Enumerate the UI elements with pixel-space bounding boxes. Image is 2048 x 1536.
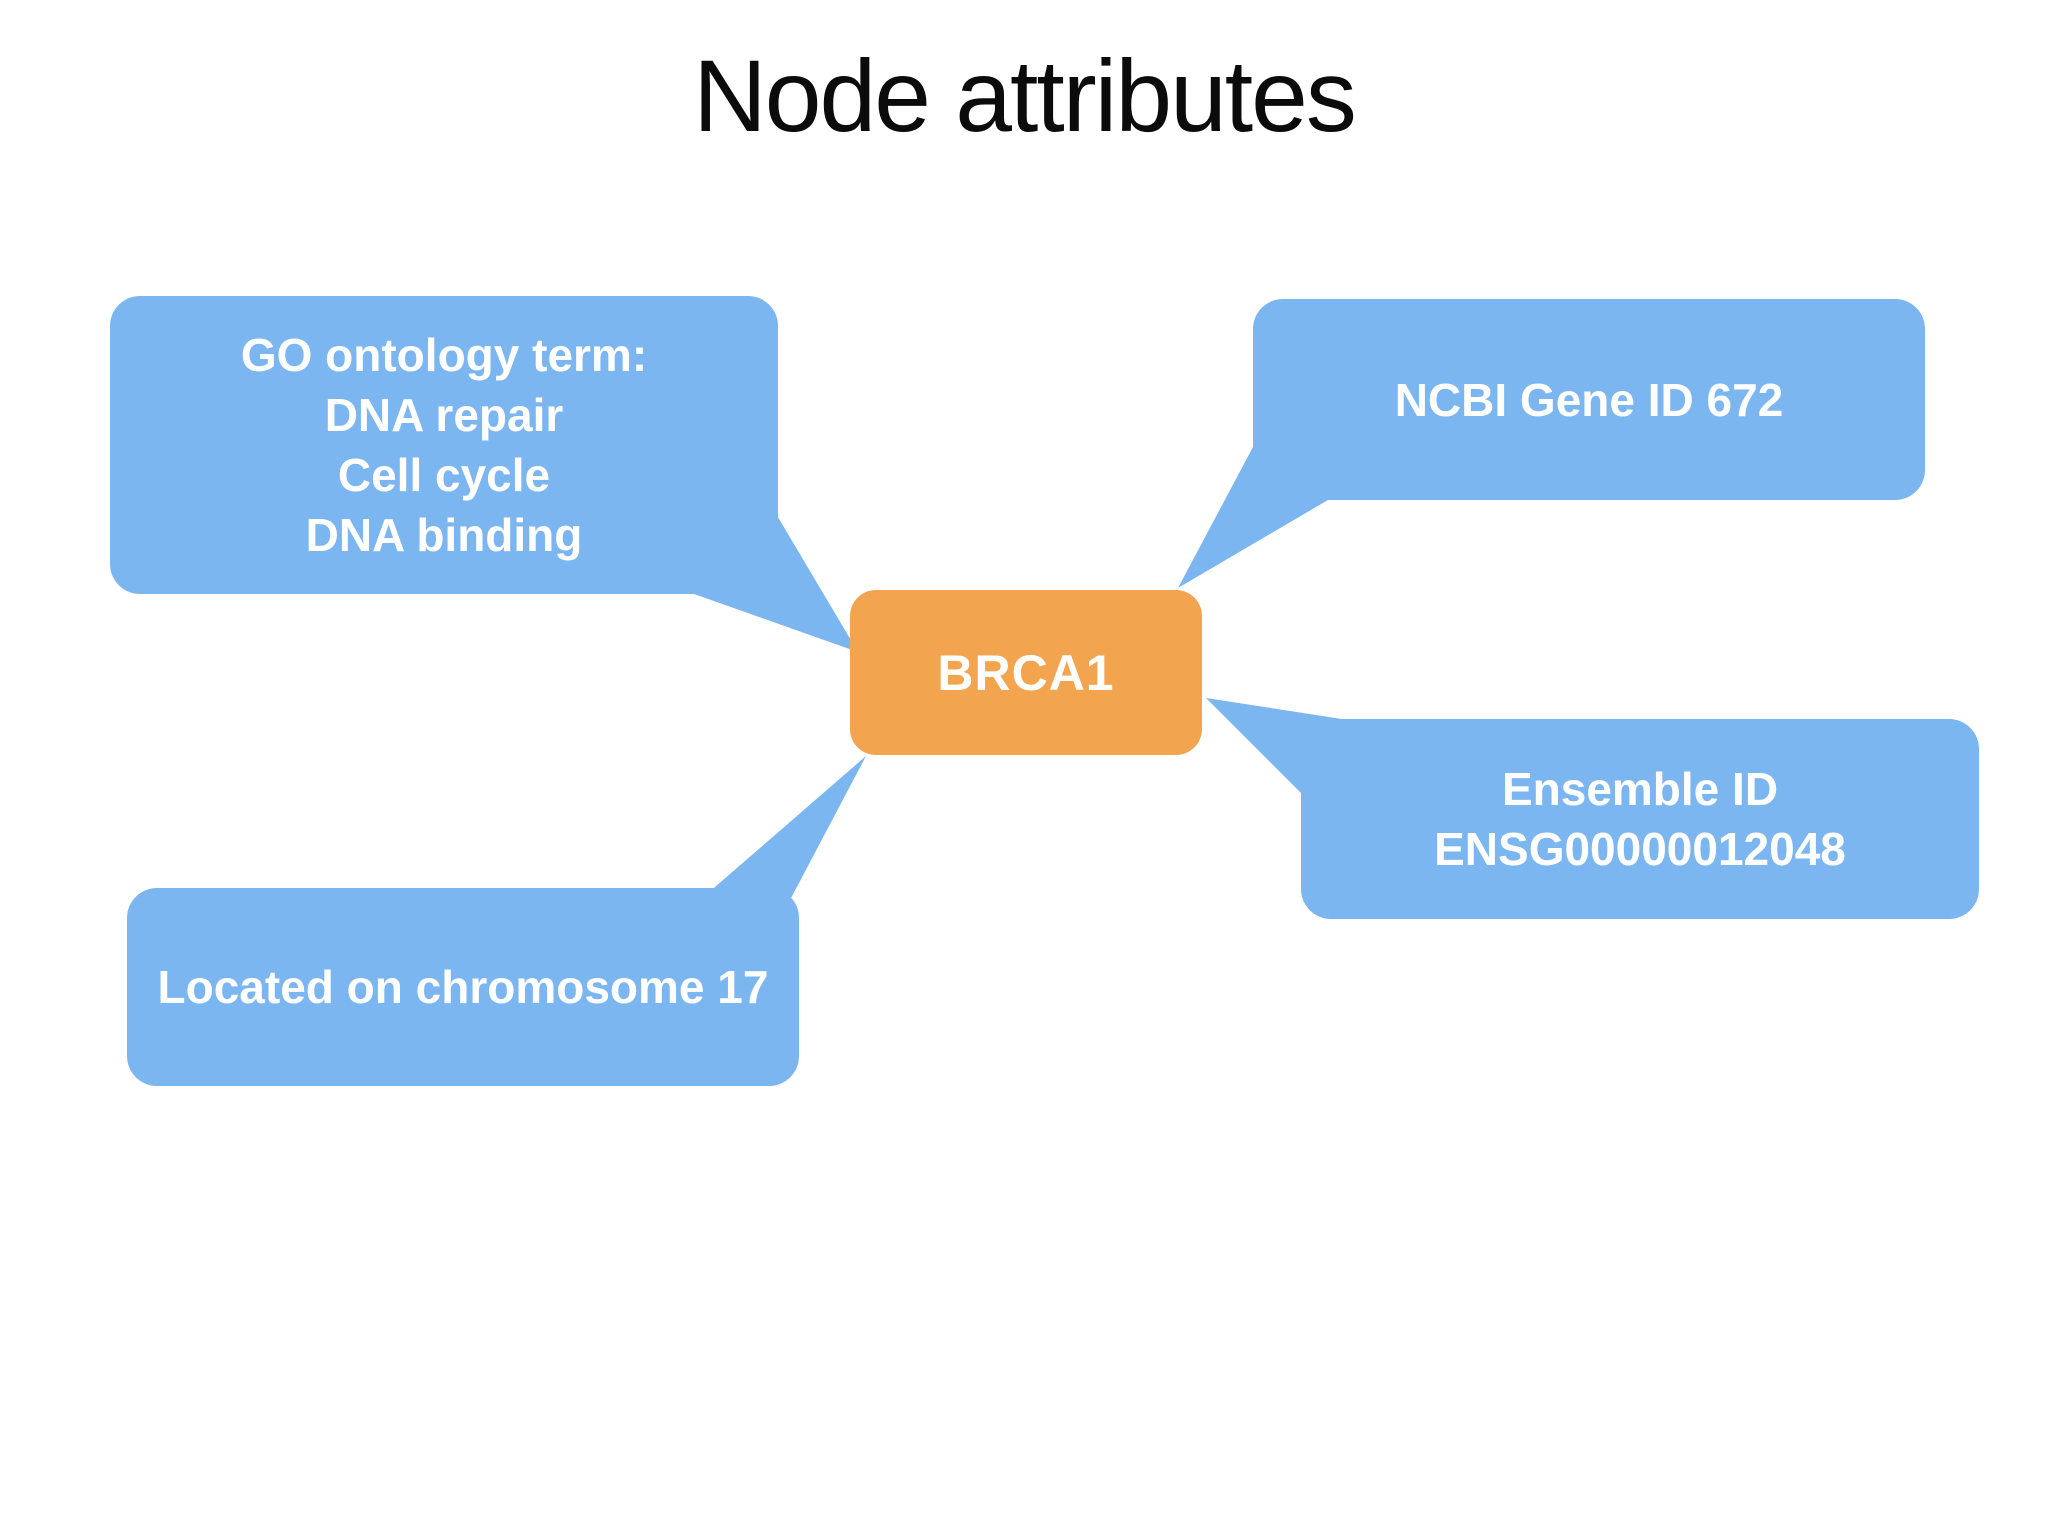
gene-node-label: BRCA1 bbox=[937, 644, 1115, 701]
callout-go-terms: GO ontology term: DNA repair Cell cycle … bbox=[110, 296, 778, 594]
gene-node-brca1: BRCA1 bbox=[850, 590, 1202, 755]
callout-ncbi-gene-id: NCBI Gene ID 672 bbox=[1253, 299, 1925, 500]
callout-chromosome-text: Located on chromosome 17 bbox=[157, 961, 769, 1013]
chromosome-tail bbox=[700, 756, 866, 900]
callout-chromosome: Located on chromosome 17 bbox=[127, 888, 799, 1086]
callout-go-terms-text: GO ontology term: DNA repair Cell cycle … bbox=[240, 329, 648, 561]
callout-ncbi-gene-id-text: NCBI Gene ID 672 bbox=[1394, 373, 1784, 426]
page-title: Node attributes bbox=[693, 39, 1357, 153]
callout-ensemble-id: Ensemble ID ENSG00000012048 bbox=[1301, 719, 1979, 919]
callout-ensemble-id-text: Ensemble ID ENSG00000012048 bbox=[1434, 763, 1846, 875]
